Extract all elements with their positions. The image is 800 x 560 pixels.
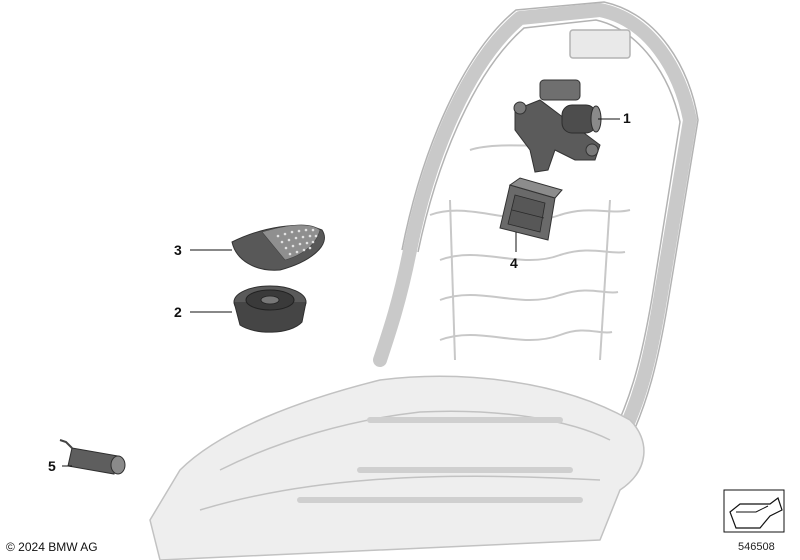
part-3-mesh-cover <box>231 224 325 271</box>
part-4-control-module <box>499 177 563 241</box>
callout-5: 5 <box>48 458 56 474</box>
leader-lines <box>62 118 620 467</box>
part-1-motor-unit <box>513 79 602 173</box>
copyright-text: © 2024 BMW AG <box>6 540 98 554</box>
diagram-number: 546508 <box>738 541 775 553</box>
part-3-mesh-holes <box>276 228 318 256</box>
part-2-fan <box>233 285 307 333</box>
callout-4: 4 <box>510 255 518 271</box>
callout-1: 1 <box>623 110 631 126</box>
seat-spring-wires <box>429 144 631 361</box>
seat-cushion-rails <box>297 417 583 503</box>
callout-2: 2 <box>174 304 182 320</box>
seat-backrest-frame-edge <box>401 1 699 445</box>
part-5-cylinder-component <box>59 439 126 475</box>
callout-3: 3 <box>174 242 182 258</box>
seat-backrest-frame <box>373 3 697 447</box>
orientation-icon <box>723 489 785 533</box>
